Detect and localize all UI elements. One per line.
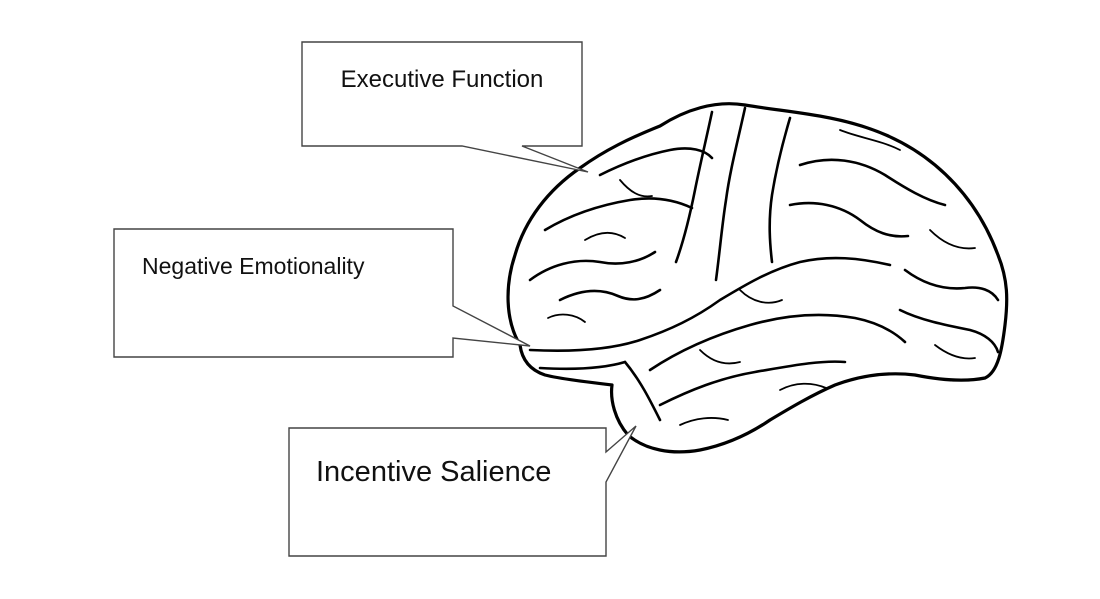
callout-label: Negative Emotionality [142,253,365,279]
callout-executive-function: Executive Function [302,42,588,172]
callout-label: Incentive Salience [316,456,551,488]
callout-box [302,42,588,172]
callout-box [114,229,530,357]
callout-box [289,426,636,556]
callout-label: Executive Function [341,66,544,93]
callout-incentive-salience: Incentive Salience [289,426,636,556]
callout-negative-emotionality: Negative Emotionality [114,229,530,357]
brain-illustration [508,104,1007,452]
